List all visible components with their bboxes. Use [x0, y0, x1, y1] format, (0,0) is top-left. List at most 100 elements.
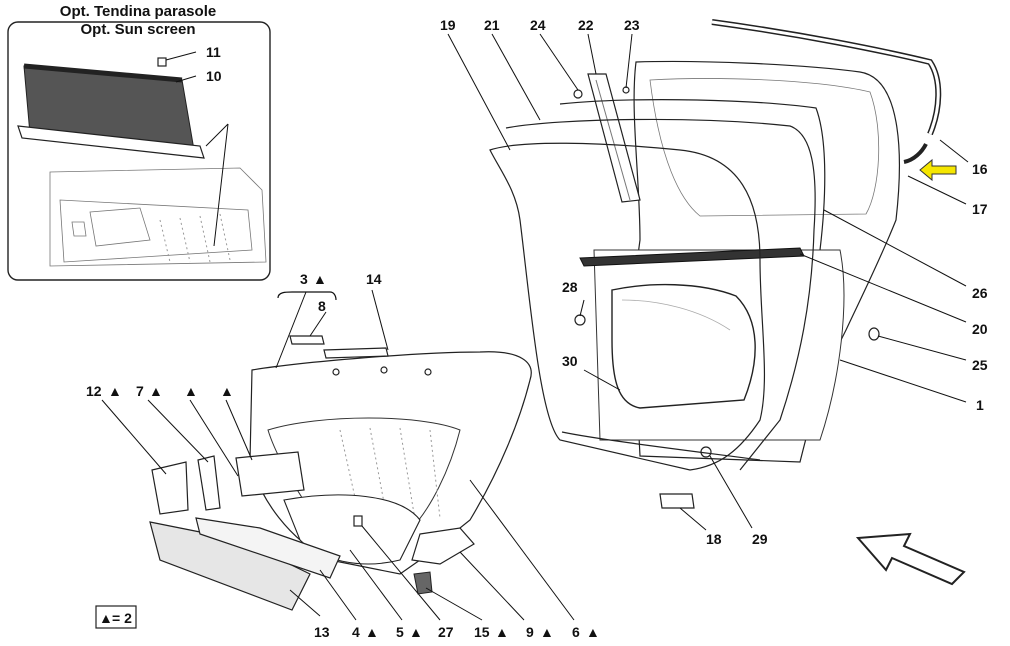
stud-b	[380, 366, 388, 374]
leader-28	[579, 299, 585, 317]
sun-screen-roller-housing	[17, 125, 205, 159]
leader-14	[371, 289, 389, 351]
screw-24	[573, 89, 583, 99]
leader-21	[491, 33, 541, 121]
roof-seal-group	[711, 19, 969, 205]
leader-17	[907, 175, 967, 205]
callout-20: 20	[972, 321, 988, 337]
leader-9	[459, 551, 525, 621]
leader-1	[839, 359, 967, 403]
callout-9: 9	[526, 624, 534, 640]
bracket-3	[277, 291, 337, 301]
callout-28: 28	[562, 279, 578, 295]
speaker-housing	[411, 527, 475, 565]
door-leaders	[447, 33, 967, 531]
callout-5: 5	[396, 624, 404, 640]
callout-21: 21	[484, 17, 500, 33]
leader-unl-a	[189, 399, 239, 477]
bracket-18	[659, 493, 695, 509]
clip-27	[353, 515, 363, 527]
leader-6	[469, 479, 575, 621]
leader-10	[175, 75, 197, 83]
callout-3: 3	[300, 271, 308, 287]
door-shell	[573, 60, 900, 509]
callout-26: 26	[972, 285, 988, 301]
inset-door-outline	[49, 167, 267, 267]
callout-8: 8	[318, 298, 326, 314]
highlight-arrow	[919, 158, 957, 182]
membrane-crease	[621, 299, 731, 331]
screw-28	[574, 314, 586, 326]
callout-6: 6	[572, 624, 580, 640]
leader-inset-a	[205, 123, 229, 147]
marker-unlabeled-b: ▲	[220, 383, 234, 399]
roof-seal-strip-inner	[711, 20, 940, 135]
seal-end-piece	[903, 143, 928, 164]
handle-bracket	[235, 451, 305, 497]
callout-3-marker: ▲	[313, 271, 327, 287]
callout-25: 25	[972, 357, 988, 373]
leader-26	[823, 209, 967, 287]
door-handle-bezel	[151, 461, 189, 515]
callout-23: 23	[624, 17, 640, 33]
sun-screen-top-bar	[23, 63, 183, 83]
sun-screen-clip	[157, 57, 167, 67]
callout-15: 15	[474, 624, 490, 640]
callout-7: 7	[136, 383, 144, 399]
callout-labels: 19 21 24 22 23 16 17 26 20 25 1 28 30 18…	[86, 17, 988, 640]
leader-13	[289, 589, 321, 617]
door-handle-lever	[197, 455, 221, 511]
leader-27	[361, 525, 441, 621]
leader-11	[165, 51, 197, 61]
leader-20	[799, 253, 967, 323]
door-window-frame	[649, 78, 880, 217]
leader-30	[583, 369, 621, 391]
moisture-membrane	[611, 283, 756, 409]
leader-inset-b	[213, 123, 229, 247]
inner-door-seal	[505, 118, 816, 471]
callout-29: 29	[752, 531, 768, 547]
upper-frame-seal	[559, 99, 826, 251]
callout-5-marker: ▲	[409, 624, 423, 640]
leader-25	[877, 335, 967, 361]
cap-15	[413, 571, 433, 595]
legend-box	[95, 605, 137, 629]
callout-22: 22	[578, 17, 594, 33]
callout-19: 19	[440, 17, 456, 33]
leader-23	[625, 33, 633, 89]
callout-9-marker: ▲	[540, 624, 554, 640]
callout-15-marker: ▲	[495, 624, 509, 640]
leader-18	[679, 507, 707, 531]
inset-door-switch	[71, 221, 87, 237]
callout-12: 12	[86, 383, 102, 399]
sun-screen-inset: Opt. Tendina parasole Opt. Sun screen 11…	[7, 3, 271, 281]
leader-16	[939, 139, 969, 163]
trim-stitching	[339, 427, 441, 527]
inset-door-panel	[59, 199, 253, 263]
stud-c	[424, 368, 432, 376]
leader-29	[709, 455, 753, 529]
callout-10: 10	[206, 68, 222, 84]
leader-unl-b	[225, 399, 253, 461]
direction-arrow	[855, 532, 966, 586]
callout-16: 16	[972, 161, 988, 177]
stud-a	[332, 368, 340, 376]
callout-17: 17	[972, 201, 988, 217]
callout-4: 4	[352, 624, 360, 640]
leader-12	[101, 399, 167, 475]
callout-11: 11	[206, 44, 221, 60]
inset-door-handle	[89, 207, 151, 247]
callout-27: 27	[438, 624, 454, 640]
inset-stitching	[159, 213, 231, 263]
leader-7	[147, 399, 209, 463]
door-seals	[489, 99, 826, 471]
callout-1: 1	[976, 397, 984, 413]
leader-19	[447, 33, 511, 151]
callout-4-marker: ▲	[365, 624, 379, 640]
plug-25	[868, 327, 880, 341]
callout-18: 18	[706, 531, 722, 547]
leader-15	[425, 587, 483, 621]
panel-top-cap	[323, 347, 389, 359]
